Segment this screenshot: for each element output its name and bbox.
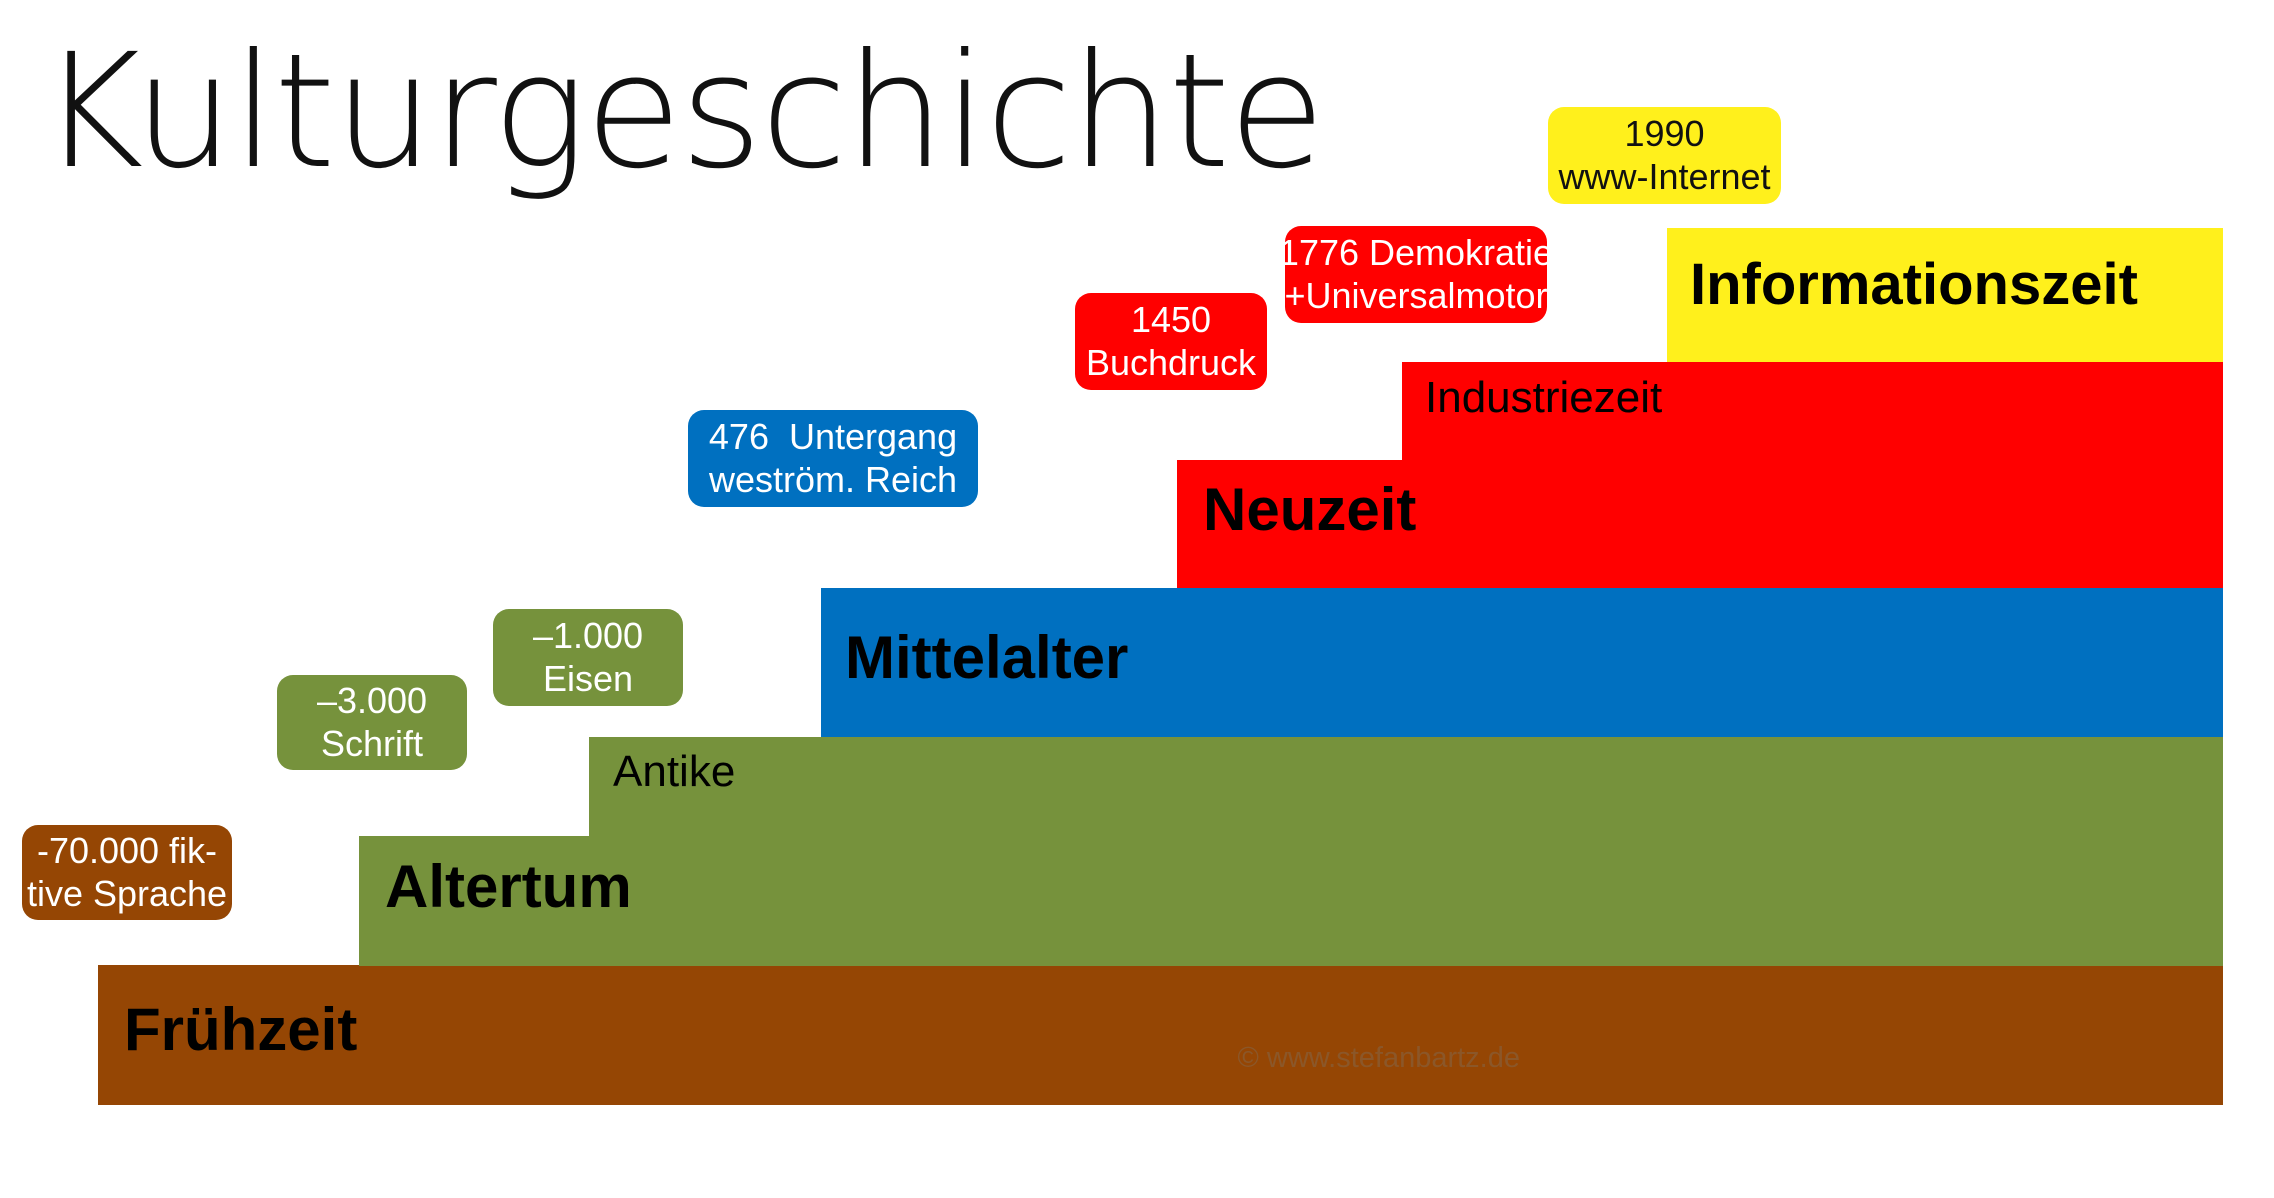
event-schrift-line1: –3.000 [316, 680, 428, 722]
mittelalter-label: Mittelalter [845, 624, 1129, 691]
event-buchdruck-line2: Buchdruck [1085, 341, 1257, 383]
event-badge-internet: 1990 www-Internet [1548, 107, 1781, 204]
industriezeit-label: Industriezeit [1425, 373, 1663, 422]
event-sprache-line1: -70.000 fik- [36, 830, 218, 872]
event-demokratie-line2: +Universalmotor [1284, 274, 1548, 316]
antike-block [589, 737, 2223, 837]
event-badge-untergang: 476 Untergang weström. Reich [688, 410, 978, 507]
event-badge-sprache: -70.000 fik- tive Sprache [22, 825, 232, 920]
altertum-block [359, 836, 2223, 966]
event-badge-buchdruck: 1450 Buchdruck [1075, 293, 1267, 390]
page-title: Kulturgeschichte [40, 20, 1325, 204]
event-sprache-line2: tive Sprache [26, 872, 228, 914]
informationszeit-block [1667, 228, 2223, 362]
event-internet-line1: 1990 [1624, 113, 1705, 155]
copyright-text: © www.stefanbartz.de [1237, 1042, 1521, 1074]
fruehzeit-label: Frühzeit [124, 996, 358, 1063]
event-badge-eisen: –1.000 Eisen [493, 609, 683, 706]
event-schrift-line2: Schrift [320, 722, 424, 764]
event-untergang-line1: 476 Untergang [708, 416, 958, 458]
event-untergang-line2: weström. Reich [708, 458, 958, 500]
event-badge-schrift: –3.000 Schrift [277, 675, 467, 770]
event-internet-line2: www-Internet [1558, 155, 1771, 197]
altertum-label: Altertum [385, 853, 632, 920]
neuzeit-block [1177, 460, 2223, 588]
event-badge-demokratie: 1776 Demokratie +Universalmotor [1279, 226, 1553, 323]
industriezeit-block [1402, 362, 2223, 460]
neuzeit-label: Neuzeit [1203, 476, 1417, 543]
event-eisen-line1: –1.000 [532, 615, 644, 657]
mittelalter-block [821, 588, 2223, 737]
informationszeit-label: Informationszeit [1690, 252, 2138, 317]
antike-label: Antike [613, 747, 736, 796]
event-demokratie-line1: 1776 Demokratie [1278, 232, 1554, 274]
event-eisen-line2: Eisen [542, 657, 634, 699]
fruehzeit-block [98, 965, 2223, 1105]
event-buchdruck-line1: 1450 [1130, 299, 1212, 341]
